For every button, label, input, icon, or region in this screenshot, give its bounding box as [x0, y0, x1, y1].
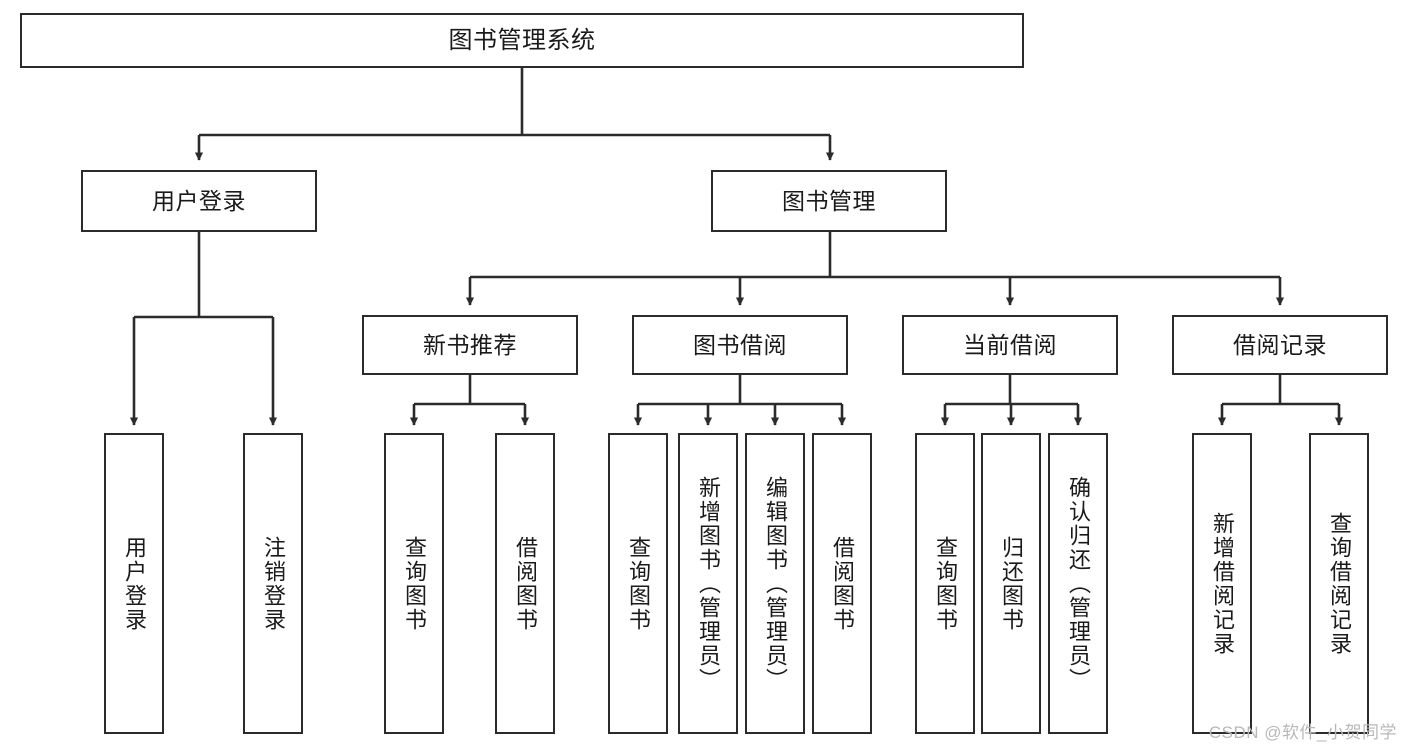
- node-label: 查询图书: [625, 535, 651, 632]
- watermark: CSDN @软件_小贺同学: [1208, 723, 1397, 742]
- node-label: 图书管理: [782, 187, 876, 214]
- node-label: 查询借阅记录: [1326, 511, 1352, 656]
- node-label: 借阅图书: [512, 535, 538, 632]
- node-label: 新增图书（管理员）: [695, 475, 721, 692]
- node-label: 确认归还（管理员）: [1065, 475, 1091, 692]
- node-label: 新增借阅记录: [1209, 511, 1235, 656]
- node-leaf-return-book[interactable]: 归还图书: [981, 433, 1041, 734]
- node-label: 新书推荐: [423, 331, 517, 358]
- node-label: 当前借阅: [963, 331, 1057, 358]
- node-leaf-confirm-return[interactable]: 确认归还（管理员）: [1048, 433, 1108, 734]
- node-label: 借阅图书: [829, 535, 855, 632]
- node-book-borrow[interactable]: 图书借阅: [632, 315, 848, 375]
- node-leaf-query-book-1[interactable]: 查询图书: [384, 433, 444, 734]
- node-new-book-recommend[interactable]: 新书推荐: [362, 315, 578, 375]
- node-user-login[interactable]: 用户登录: [81, 170, 317, 232]
- node-leaf-query-book-3[interactable]: 查询图书: [915, 433, 975, 734]
- node-label: 查询图书: [401, 535, 427, 632]
- node-label: 归还图书: [998, 535, 1024, 632]
- node-label: 图书借阅: [693, 331, 787, 358]
- node-book-management-system[interactable]: 图书管理系统: [20, 13, 1024, 68]
- node-book-manage[interactable]: 图书管理: [711, 170, 947, 232]
- node-leaf-borrow-book-1[interactable]: 借阅图书: [495, 433, 555, 734]
- node-label: 查询图书: [932, 535, 958, 632]
- node-leaf-borrow-book-2[interactable]: 借阅图书: [812, 433, 872, 734]
- node-label: 图书管理系统: [448, 26, 596, 54]
- node-leaf-add-book[interactable]: 新增图书（管理员）: [678, 433, 738, 734]
- node-label: 编辑图书（管理员）: [762, 475, 788, 692]
- node-label: 用户登录: [121, 535, 147, 632]
- node-label: 用户登录: [152, 187, 246, 214]
- node-label: 借阅记录: [1233, 331, 1327, 358]
- node-label: 注销登录: [260, 535, 286, 632]
- node-borrow-record[interactable]: 借阅记录: [1172, 315, 1388, 375]
- node-leaf-user-login[interactable]: 用户登录: [104, 433, 164, 734]
- node-leaf-query-record[interactable]: 查询借阅记录: [1309, 433, 1369, 734]
- node-current-borrow[interactable]: 当前借阅: [902, 315, 1118, 375]
- node-leaf-query-book-2[interactable]: 查询图书: [608, 433, 668, 734]
- node-leaf-edit-book[interactable]: 编辑图书（管理员）: [745, 433, 805, 734]
- node-leaf-user-logout[interactable]: 注销登录: [243, 433, 303, 734]
- node-leaf-add-record[interactable]: 新增借阅记录: [1192, 433, 1252, 734]
